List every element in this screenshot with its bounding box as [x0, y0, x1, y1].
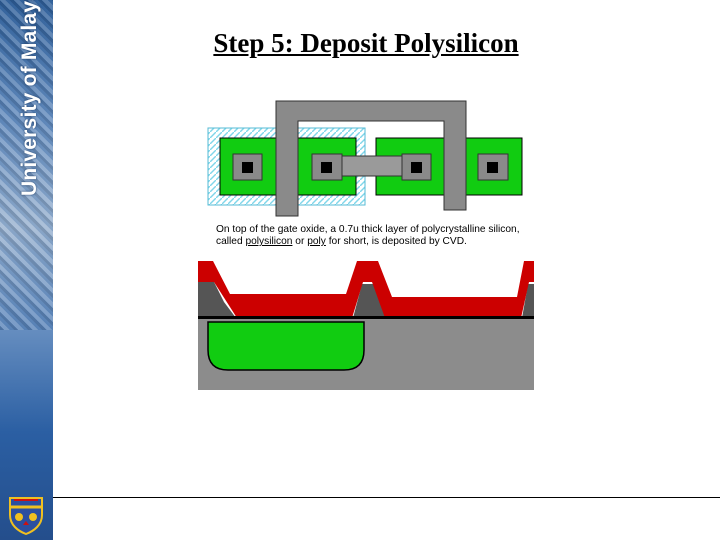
contact-3-via: [411, 162, 422, 173]
cross-section-view: [198, 261, 534, 390]
sidebar-photo-collage: [0, 0, 53, 330]
step-description: On top of the gate oxide, a 0.7u thick l…: [216, 224, 528, 248]
sidebar-banner: University of Malaya: [0, 0, 53, 540]
polysilicon-gate-pattern: [275, 100, 467, 217]
caption-text-2: or: [292, 236, 308, 248]
caption-text-3: for short, is deposited by CVD.: [325, 236, 467, 248]
university-crest-icon: [9, 497, 43, 535]
contact-2-via: [321, 162, 332, 173]
contact-1-via: [242, 162, 253, 173]
contact-4-via: [487, 162, 498, 173]
gate-oxide-line: [198, 316, 534, 319]
layout-top-view: [207, 100, 523, 217]
n-well: [207, 321, 365, 371]
caption-text-1: On top of the gate oxide, a 0.7u thick l…: [216, 224, 520, 248]
caption-term-polysilicon: polysilicon: [245, 236, 293, 248]
deposited-polysilicon-layer: [198, 261, 534, 318]
slide-title: Step 5: Deposit Polysilicon: [213, 28, 519, 58]
footer-divider: [53, 497, 720, 498]
field-oxide: [198, 282, 534, 318]
caption-term-poly: poly: [307, 236, 326, 248]
